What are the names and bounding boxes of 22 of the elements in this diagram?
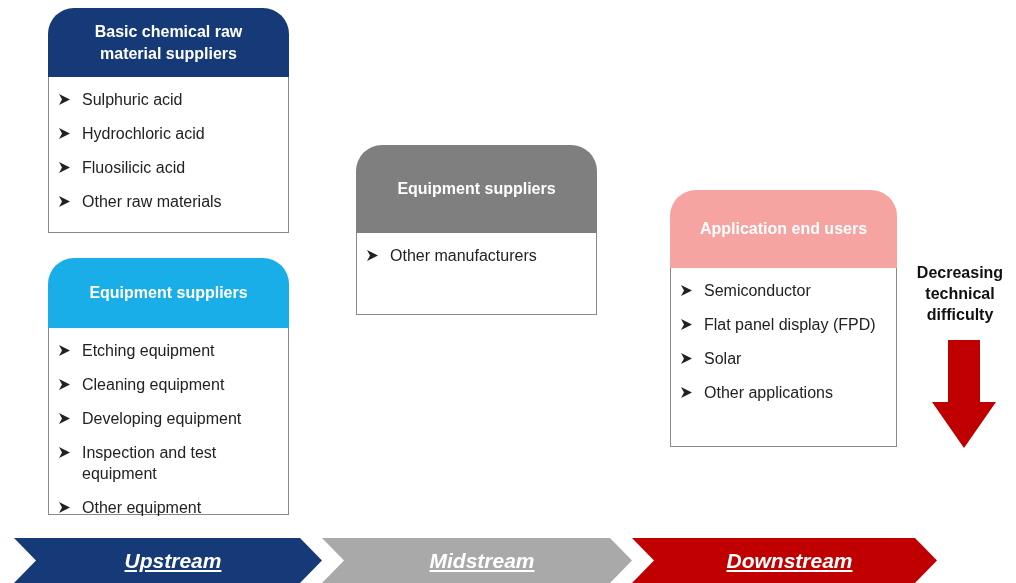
- list-item-text: Sulphuric acid: [82, 90, 183, 110]
- list-item-text: Other equipment: [82, 498, 202, 518]
- card-header: Basic chemical raw material suppliers: [48, 8, 289, 77]
- list-item-text: Other manufacturers: [390, 246, 537, 266]
- card-header: Equipment suppliers: [48, 258, 289, 328]
- list-item-text: Semiconductor: [704, 281, 811, 301]
- list-item-text: Inspection and test equipment: [82, 443, 218, 484]
- note-text: Decreasing technical difficulty: [915, 263, 1005, 325]
- list-item-text: Other applications: [704, 383, 833, 403]
- list-item-text: Flat panel display (FPD): [704, 315, 876, 335]
- list-item-text: Fluosilicic acid: [82, 158, 186, 178]
- list-item-text: Solar: [704, 349, 742, 369]
- list-item-text: Etching equipment: [82, 341, 215, 361]
- list-item-text: Hydrochloric acid: [82, 124, 205, 144]
- list-item-text: Other raw materials: [82, 192, 222, 212]
- chevron-banner: Midstream: [322, 538, 632, 583]
- list-item-text: Cleaning equipment: [82, 375, 225, 395]
- list-item-text: Developing equipment: [82, 409, 242, 429]
- chevron-banner: Upstream: [14, 538, 322, 583]
- chevron-banner: Downstream: [632, 538, 937, 583]
- card-header: Equipment suppliers: [356, 145, 597, 233]
- card-header: Application end users: [670, 190, 897, 268]
